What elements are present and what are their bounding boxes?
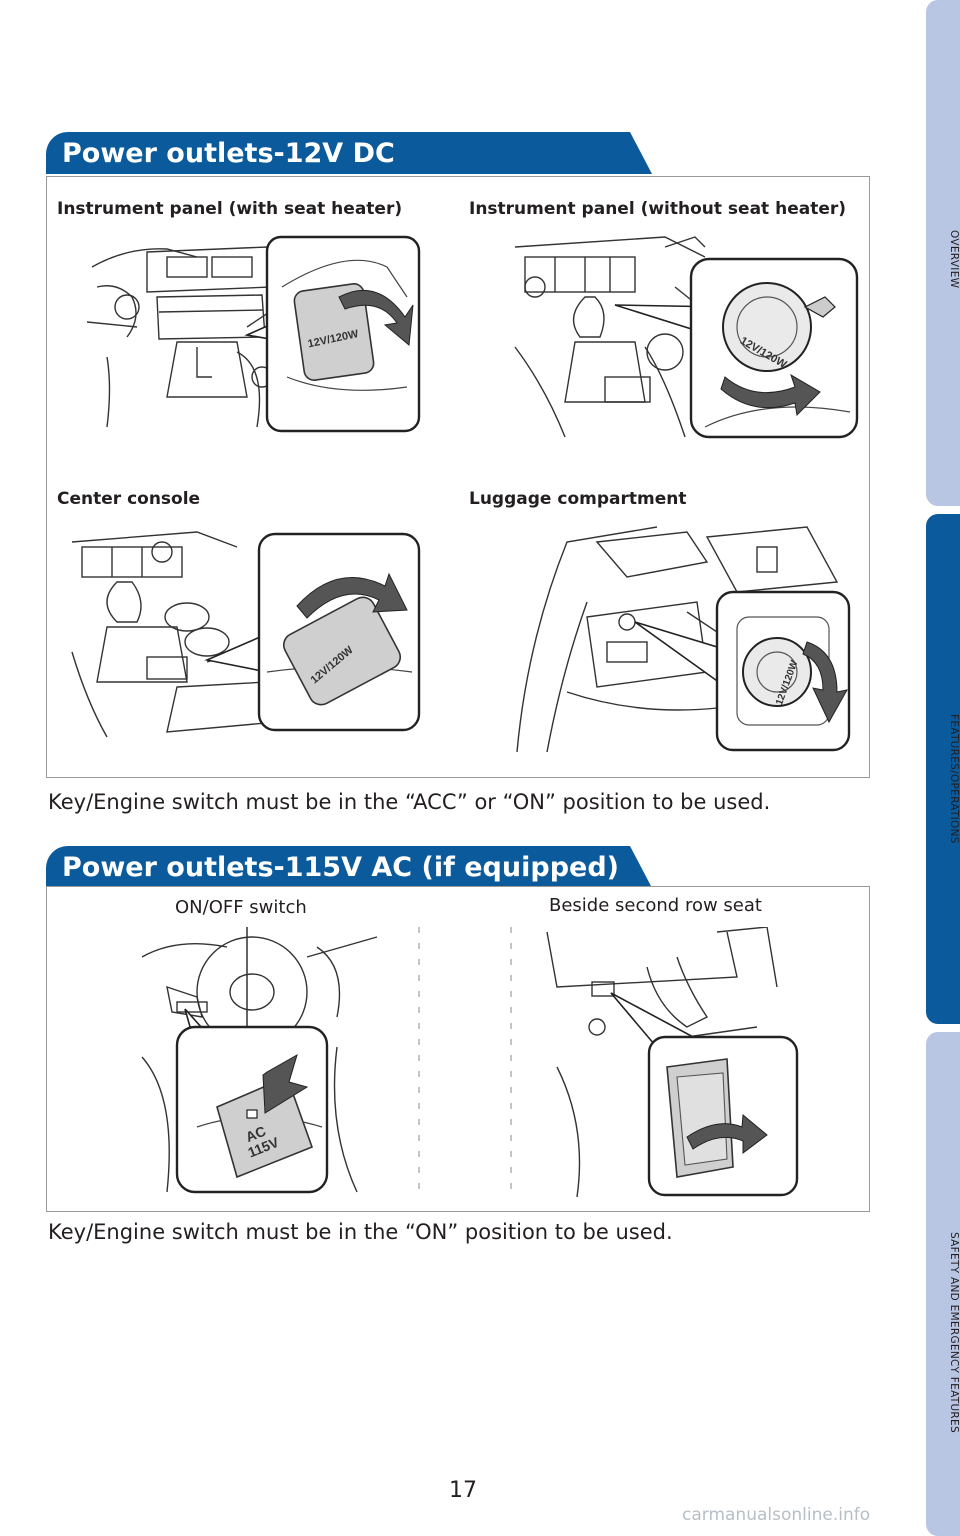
illustration-luggage-compartment: 12V/120W <box>516 526 851 753</box>
figure-label: Center console <box>57 489 201 509</box>
figure-label: Luggage compartment <box>469 489 687 509</box>
tab-features-operations[interactable]: FEATURES/OPERATIONS <box>926 514 960 1024</box>
section-header-12v: Power outlets-12V DC <box>46 132 652 174</box>
figure-panel-115v: ON/OFF switch Beside second row seat AC … <box>46 886 870 1212</box>
page-number: 17 <box>449 1478 477 1503</box>
figure-label: ON/OFF switch <box>175 897 307 918</box>
figure-label: Beside second row seat <box>549 895 762 916</box>
figure-label: Instrument panel (without seat heater) <box>469 199 847 219</box>
illustration-ac-switch: AC 115V <box>141 927 378 1194</box>
section-header-115v: Power outlets-115V AC (if equipped) <box>46 846 652 888</box>
usage-note-12v: Key/Engine switch must be in the “ACC” o… <box>48 790 771 814</box>
tab-label: OVERVIEW <box>948 230 960 289</box>
section-tabs: OVERVIEW FEATURES/OPERATIONS SAFETY AND … <box>926 0 960 1536</box>
illustration-center-console: 12V/120W <box>71 531 421 738</box>
illustration-instrument-panel-seat-heater: 12V/120W <box>87 235 421 433</box>
illustration-instrument-panel-no-seat-heater: 12V/120W <box>514 236 859 439</box>
figure-panel-12v: Instrument panel (with seat heater) Inst… <box>46 176 870 778</box>
illustration-divider <box>418 927 512 1197</box>
tab-label: SAFETY AND EMERGENCY FEATURES <box>948 1232 960 1433</box>
section-title: Power outlets-12V DC <box>62 138 395 169</box>
section-title: Power outlets-115V AC (if equipped) <box>62 852 619 883</box>
switch-label-ac: AC <box>243 1123 268 1145</box>
watermark: carmanualsonline.info <box>682 1505 871 1525</box>
figure-label: Instrument panel (with seat heater) <box>57 199 403 219</box>
tab-label: FEATURES/OPERATIONS <box>948 714 960 844</box>
tab-safety-emergency[interactable]: SAFETY AND EMERGENCY FEATURES <box>926 1032 960 1536</box>
tab-overview[interactable]: OVERVIEW <box>926 0 960 506</box>
usage-note-115v: Key/Engine switch must be in the “ON” po… <box>48 1220 673 1244</box>
illustration-second-row-outlet <box>546 927 799 1198</box>
